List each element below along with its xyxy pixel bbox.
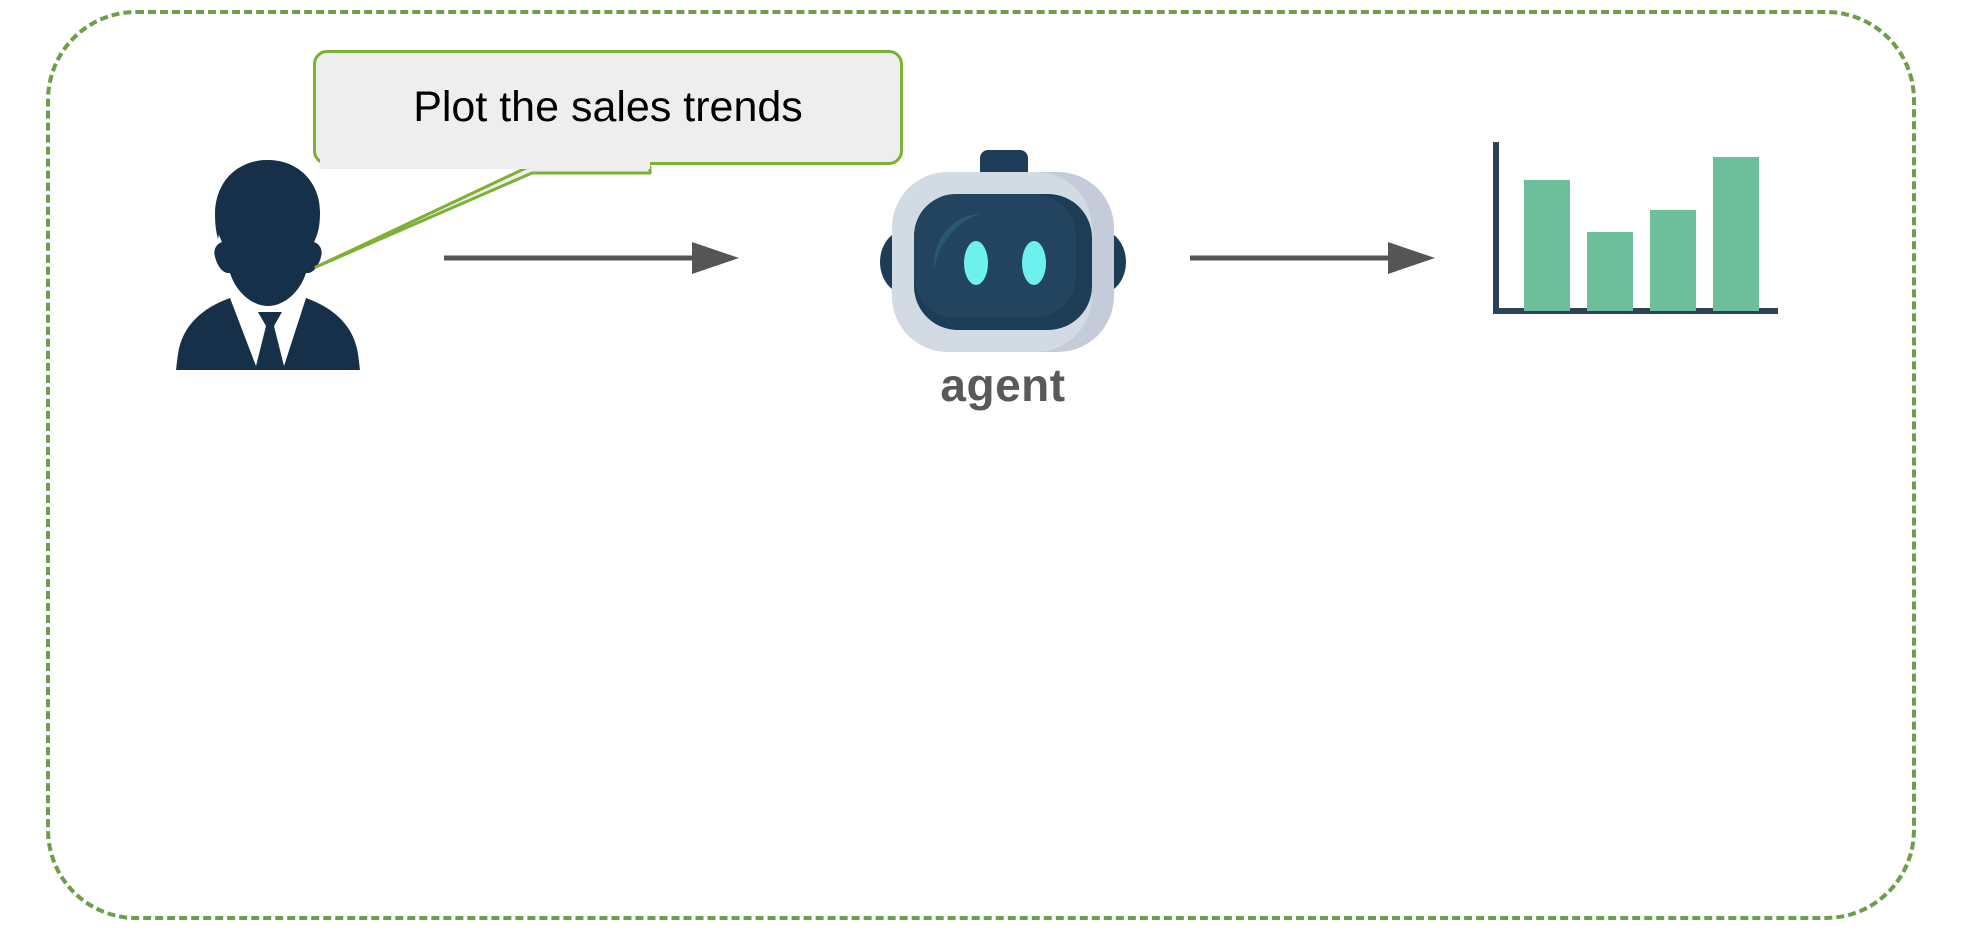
output-bar-chart [1493,142,1778,314]
user-person-icon [168,150,368,390]
flow-arrow-user-to-agent-1 [444,242,739,274]
workflow-row-1: Plot the sales trends [0,0,1962,460]
prompt-bubble-1: Plot the sales trends [313,50,903,165]
dashed-container-frame [46,10,1916,920]
agent-robot-icon-1 [872,150,1134,365]
agent-label-1: agent [940,359,1066,411]
workflow-row-2: Explore the data and Write a report [0,460,1962,936]
prompt-text-1: Plot the sales trends [413,83,803,132]
flow-arrow-agent-to-output-1 [1190,242,1435,274]
